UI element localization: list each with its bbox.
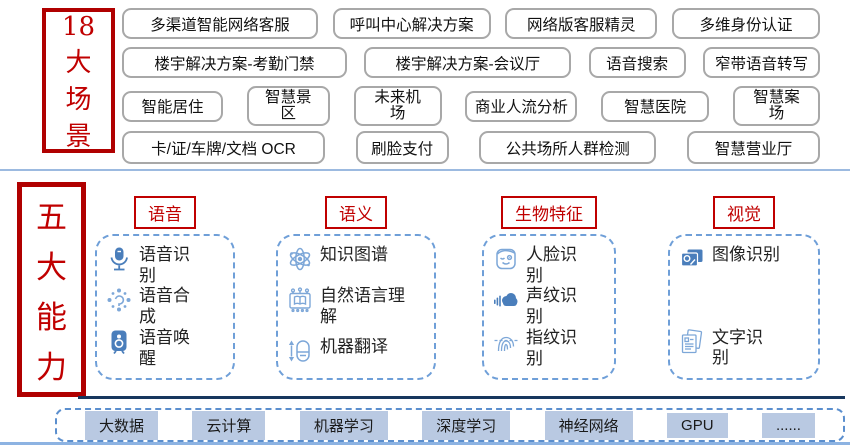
- capability-item-label: 知识图谱: [320, 245, 388, 264]
- scenario-box: 语音搜索: [588, 47, 686, 78]
- fingerprint-icon: [493, 328, 519, 360]
- image-recognition-icon: [679, 245, 705, 277]
- capability-group-semantics: 语义 知识图谱 自然语言理解 机器翻译: [276, 196, 436, 380]
- scenario-box: 智慧景区: [246, 86, 330, 126]
- group-box-vision: 图像识别 文字识别: [668, 234, 820, 380]
- capability-item-label: 语音唤醒: [139, 327, 190, 368]
- scenario-box: 楼宇解决方案-会议厅: [364, 47, 572, 78]
- scenario-row-2: 楼宇解决方案-考勤门禁 楼宇解决方案-会议厅 语音搜索 窄带语音转写: [122, 47, 820, 78]
- capability-item: 声纹识别: [493, 286, 610, 327]
- scenario-box: 商业人流分析: [465, 90, 578, 122]
- nlu-machine-icon: [287, 286, 313, 318]
- capability-item: 图像识别: [679, 245, 814, 277]
- tech-bar: 大数据 云计算 机器学习 深度学习 神经网络 GPU ......: [55, 408, 845, 442]
- speech-synthesis-icon: [106, 286, 132, 318]
- tech-chip: GPU: [667, 412, 728, 438]
- capability-item: 语音合成: [106, 286, 229, 327]
- capability-item: 文字识别: [679, 328, 814, 369]
- atom-icon: [287, 245, 313, 277]
- text-recognition-icon: [679, 328, 705, 360]
- capability-item-label: 人脸识别: [526, 245, 577, 285]
- capability-group-speech: 语音 语音识别 语音合成 语音唤醒: [95, 196, 235, 380]
- capability-item: 自然语言理解: [287, 286, 430, 327]
- scenarios-title-line: 大: [65, 48, 92, 78]
- group-box-biometrics: 人脸识别 声纹识别 指纹识别: [482, 234, 616, 380]
- scenario-box: 智慧案场: [732, 86, 820, 126]
- group-label-vision: 视觉: [713, 196, 775, 229]
- scenario-box: 智能居住: [122, 90, 223, 122]
- capability-group-biometrics: 生物特征 人脸识别 声纹识别 指纹识别: [482, 196, 616, 380]
- scenario-box: 智慧医院: [601, 90, 710, 122]
- bottom-border-line: [0, 442, 850, 445]
- scenario-box: 智慧营业厅: [686, 131, 820, 164]
- group-label-speech: 语音: [134, 196, 196, 229]
- tech-chip: 深度学习: [422, 410, 511, 440]
- capabilities-title-line: 能: [36, 300, 67, 336]
- scenario-box: 多渠道智能网络客服: [122, 8, 318, 39]
- scenario-box: 楼宇解决方案-考勤门禁: [122, 47, 347, 78]
- capability-item-label: 语音识别: [139, 245, 190, 285]
- capability-item-label: 文字识别: [712, 327, 763, 368]
- scenario-box: 网络版客服精灵: [505, 8, 658, 39]
- face-icon: [493, 245, 519, 277]
- capability-item: 知识图谱: [287, 245, 430, 277]
- tech-chip: 大数据: [85, 410, 159, 440]
- scenario-box-label: 未来机场: [374, 88, 421, 122]
- capability-item-label: 语音合成: [139, 286, 190, 327]
- section-divider-line: [0, 169, 850, 171]
- capability-group-vision: 视觉 图像识别 文字识别: [668, 196, 820, 380]
- capability-item: 语音唤醒: [106, 328, 229, 369]
- scenarios-title-line: 景: [65, 122, 92, 152]
- scenario-box-label: 智慧景区: [265, 88, 312, 122]
- scenario-box: 窄带语音转写: [702, 47, 820, 78]
- capability-item-label: 图像识别: [712, 245, 780, 264]
- group-box-speech: 语音识别 语音合成 语音唤醒: [95, 234, 235, 380]
- tech-bar-top-line: [78, 396, 845, 399]
- capability-item-label: 机器翻译: [320, 337, 388, 356]
- capability-item-label: 声纹识别: [526, 286, 577, 327]
- capabilities-title-box: 五 大 能 力: [17, 182, 86, 397]
- microphone-icon: [106, 245, 132, 277]
- scenario-box: 刷脸支付: [355, 131, 449, 164]
- tech-chip: 神经网络: [544, 410, 633, 440]
- capability-item-label: 自然语言理解: [320, 286, 405, 326]
- scenario-row-4: 卡/证/车牌/文档 OCR 刷脸支付 公共场所人群检测 智慧营业厅: [122, 131, 820, 164]
- tech-chip: ......: [761, 412, 815, 438]
- scenario-box: 卡/证/车牌/文档 OCR: [122, 131, 325, 164]
- group-label-semantics: 语义: [325, 196, 387, 229]
- tech-chip: 机器学习: [299, 410, 388, 440]
- capability-item: 指纹识别: [493, 328, 610, 369]
- voiceprint-icon: [493, 286, 519, 318]
- scenarios-title-line: 18: [61, 12, 96, 42]
- group-box-semantics: 知识图谱 自然语言理解 机器翻译: [276, 234, 436, 380]
- scenario-box-label: 智慧案场: [753, 88, 800, 122]
- capability-item-label: 指纹识别: [526, 327, 577, 368]
- scenario-box: 呼叫中心解决方案: [332, 8, 491, 39]
- scenario-row-3: 智能居住 智慧景区 未来机场 商业人流分析 智慧医院 智慧案场: [122, 86, 820, 126]
- group-label-biometrics: 生物特征: [501, 196, 597, 229]
- capabilities-title-line: 大: [36, 250, 67, 286]
- capability-item: 机器翻译: [287, 337, 430, 369]
- capability-item: 人脸识别: [493, 245, 610, 286]
- scenarios-title-box: 18 大 场 景: [42, 8, 115, 153]
- tech-chip: 云计算: [192, 410, 266, 440]
- scenarios-title-line: 场: [65, 85, 92, 115]
- scenario-row-1: 多渠道智能网络客服 呼叫中心解决方案 网络版客服精灵 多维身份认证: [122, 8, 820, 39]
- scenario-box: 未来机场: [353, 86, 442, 126]
- translator-icon: [287, 337, 313, 369]
- speaker-icon: [106, 328, 132, 360]
- capability-item: 语音识别: [106, 245, 229, 286]
- scenario-box: 多维身份认证: [671, 8, 820, 39]
- scenario-grid: 多渠道智能网络客服 呼叫中心解决方案 网络版客服精灵 多维身份认证 楼宇解决方案…: [122, 8, 820, 172]
- capabilities-title-line: 五: [36, 200, 67, 236]
- scenario-box: 公共场所人群检测: [479, 131, 657, 164]
- capabilities-title-line: 力: [36, 350, 67, 386]
